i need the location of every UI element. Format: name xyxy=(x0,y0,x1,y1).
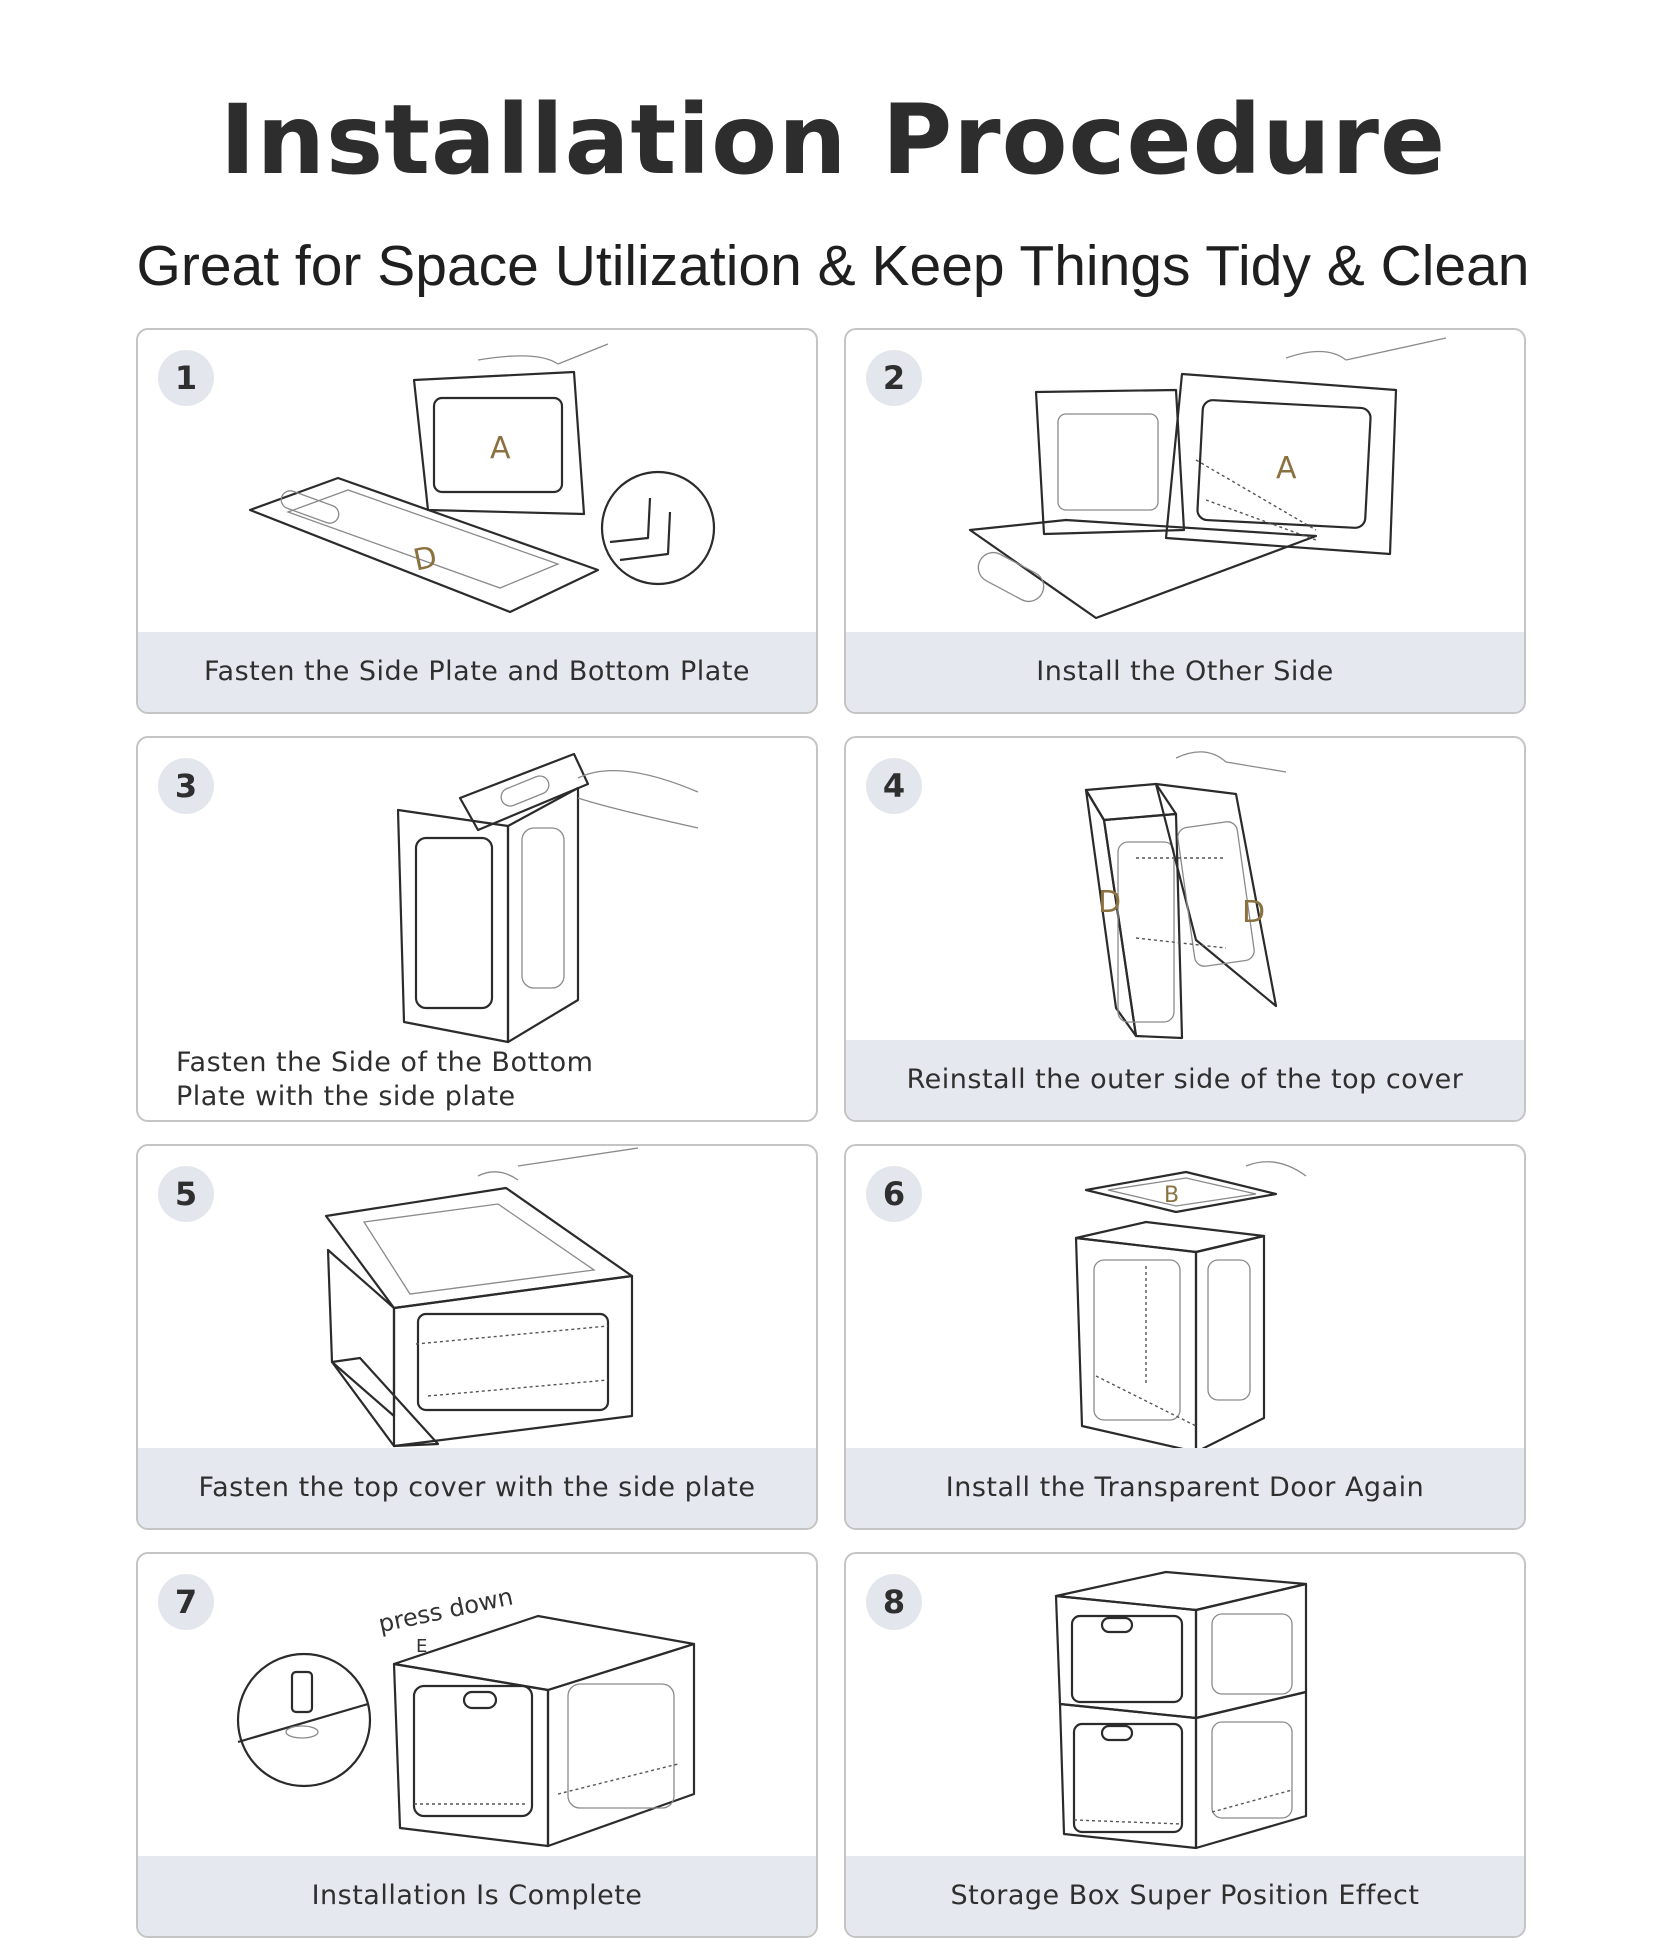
step-card-5: 5 Fasten the top cover with the side pla… xyxy=(136,1144,818,1530)
page-title: Installation Procedure xyxy=(219,84,1447,196)
step-1-illustration: A D xyxy=(248,343,716,614)
label-d: D xyxy=(410,540,440,579)
step-4-illustration: D D xyxy=(1084,751,1287,1040)
step-card-2: A 2 Install the Other Side xyxy=(844,328,1526,714)
label-a: A xyxy=(490,431,511,466)
step-caption: Storage Box Super Position Effect xyxy=(846,1856,1524,1936)
step-caption: Fasten the Side Plate and Bottom Plate xyxy=(138,632,816,712)
step-number-badge: 3 xyxy=(158,758,214,814)
step-card-4: D D 4 Reinstall the outer side of the to… xyxy=(844,736,1526,1122)
step-number-badge: 4 xyxy=(866,758,922,814)
step-5-illustration xyxy=(324,1147,639,1448)
step-caption: Install the Other Side xyxy=(846,632,1524,712)
page-subtitle: Great for Space Utilization & Keep Thing… xyxy=(136,234,1530,298)
step-number-badge: 5 xyxy=(158,1166,214,1222)
label-a: A xyxy=(1276,451,1297,486)
step-number-badge: 8 xyxy=(866,1574,922,1630)
step-card-1: A D 1 Fasten the Side Plate and Bottom P… xyxy=(136,328,818,714)
label-d: D xyxy=(1242,895,1265,930)
step-caption: Fasten the top cover with the side plate xyxy=(138,1448,816,1528)
step-2-illustration: A xyxy=(968,337,1447,620)
step-caption: Fasten the Side of the Bottom Plate with… xyxy=(176,1047,594,1112)
step-caption: Install the Transparent Door Again xyxy=(846,1448,1524,1528)
label-b: B xyxy=(1164,1183,1179,1208)
step-number-badge: 1 xyxy=(158,350,214,406)
label-e: E xyxy=(416,1636,427,1657)
step-6-illustration: B xyxy=(1074,1161,1307,1452)
step-number-badge: 7 xyxy=(158,1574,214,1630)
step-card-3: 3 Fasten the Side of the Bottom Plate wi… xyxy=(136,736,818,1122)
step-card-8: 8 Storage Box Super Position Effect xyxy=(844,1552,1526,1938)
step-card-7: press down E 7 Installation Is Complete xyxy=(136,1552,818,1938)
step-7-illustration: press down E xyxy=(236,1582,696,1848)
step-8-illustration xyxy=(1054,1570,1308,1850)
step-caption: Installation Is Complete xyxy=(138,1856,816,1936)
step-number-badge: 2 xyxy=(866,350,922,406)
step-number-badge: 6 xyxy=(866,1166,922,1222)
step-card-6: B 6 Install the Transparent Door Again xyxy=(844,1144,1526,1530)
step-caption: Reinstall the outer side of the top cove… xyxy=(846,1040,1524,1120)
label-d: D xyxy=(1098,885,1121,920)
step-3-illustration xyxy=(396,752,699,1044)
